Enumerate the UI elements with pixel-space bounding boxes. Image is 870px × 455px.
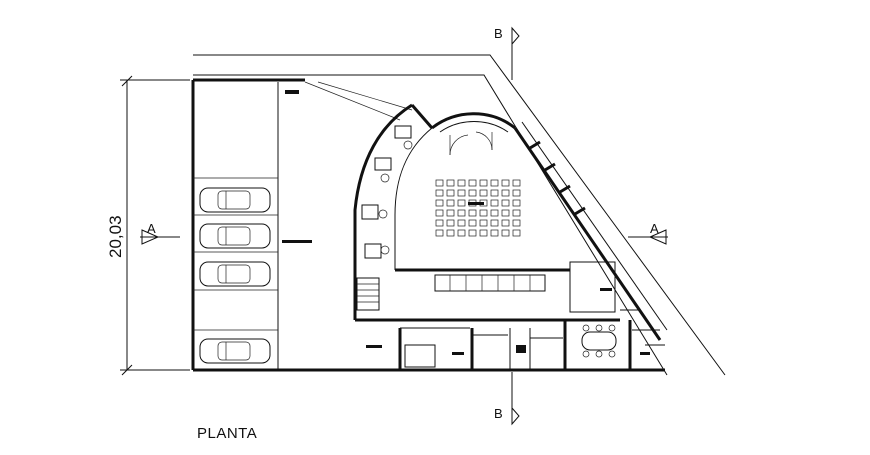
auditorium-seat (512, 179, 521, 187)
auditorium-seat (457, 229, 466, 237)
label-marks (282, 90, 650, 355)
auditorium-seat (435, 219, 444, 227)
auditorium-seat (501, 219, 510, 227)
section-a-label-left: A (147, 221, 156, 236)
section-b-label-bottom: B (494, 406, 503, 421)
auditorium-seat (490, 219, 499, 227)
parked-car (199, 223, 271, 249)
auditorium-seat (490, 199, 499, 207)
auditorium-seat (512, 219, 521, 227)
auditorium-seat (435, 179, 444, 187)
conference-table (581, 324, 617, 358)
auditorium-seat (446, 229, 455, 237)
auditorium-seats (435, 179, 521, 237)
section-marker-a (140, 229, 668, 245)
auditorium-seat (512, 209, 521, 217)
entrance-doors (449, 131, 493, 156)
auditorium-seat (446, 189, 455, 197)
auditorium-seat (457, 189, 466, 197)
stairs (356, 277, 380, 311)
auditorium-seat (446, 199, 455, 207)
window-marks (529, 140, 586, 216)
auditorium-seat (446, 179, 455, 187)
building-walls (191, 78, 668, 372)
auditorium-seat (457, 219, 466, 227)
property-line (193, 54, 726, 376)
auditorium-seat (490, 229, 499, 237)
auditorium-seat (479, 179, 488, 187)
parked-car (199, 261, 271, 287)
auditorium-seat (479, 229, 488, 237)
section-marker-b (511, 26, 520, 426)
auditorium-seat (501, 229, 510, 237)
auditorium-seat (501, 199, 510, 207)
auditorium-seat (435, 199, 444, 207)
auditorium-seat (435, 229, 444, 237)
auditorium-seat (468, 179, 477, 187)
parked-car (199, 187, 271, 213)
auditorium-seat (435, 209, 444, 217)
auditorium-seat (479, 189, 488, 197)
auditorium-seat (468, 209, 477, 217)
drawing-title: PLANTA (197, 425, 257, 442)
auditorium-seat (512, 229, 521, 237)
workstation-row (434, 274, 546, 292)
auditorium-seat (490, 189, 499, 197)
auditorium-seat (457, 209, 466, 217)
auditorium-seat (479, 219, 488, 227)
section-b-label-top: B (494, 26, 503, 41)
auditorium-seat (468, 219, 477, 227)
auditorium-seat (468, 229, 477, 237)
auditorium-seat (435, 189, 444, 197)
auditorium-seat (501, 189, 510, 197)
auditorium-seat (479, 209, 488, 217)
section-a-label-right: A (650, 221, 659, 236)
auditorium-seat (501, 209, 510, 217)
auditorium-seat (446, 219, 455, 227)
auditorium-seat (512, 189, 521, 197)
auditorium-seat (457, 179, 466, 187)
office-desks (361, 125, 413, 259)
auditorium-seat (457, 199, 466, 207)
dimension-label: 20,03 (106, 215, 125, 258)
auditorium-seat (512, 199, 521, 207)
parked-car (199, 338, 271, 364)
parked-cars (199, 187, 271, 364)
auditorium-seat (501, 179, 510, 187)
dimension-line (120, 75, 190, 376)
auditorium-seat (446, 209, 455, 217)
auditorium-seat (490, 179, 499, 187)
auditorium-seat (490, 209, 499, 217)
auditorium-seat (468, 189, 477, 197)
